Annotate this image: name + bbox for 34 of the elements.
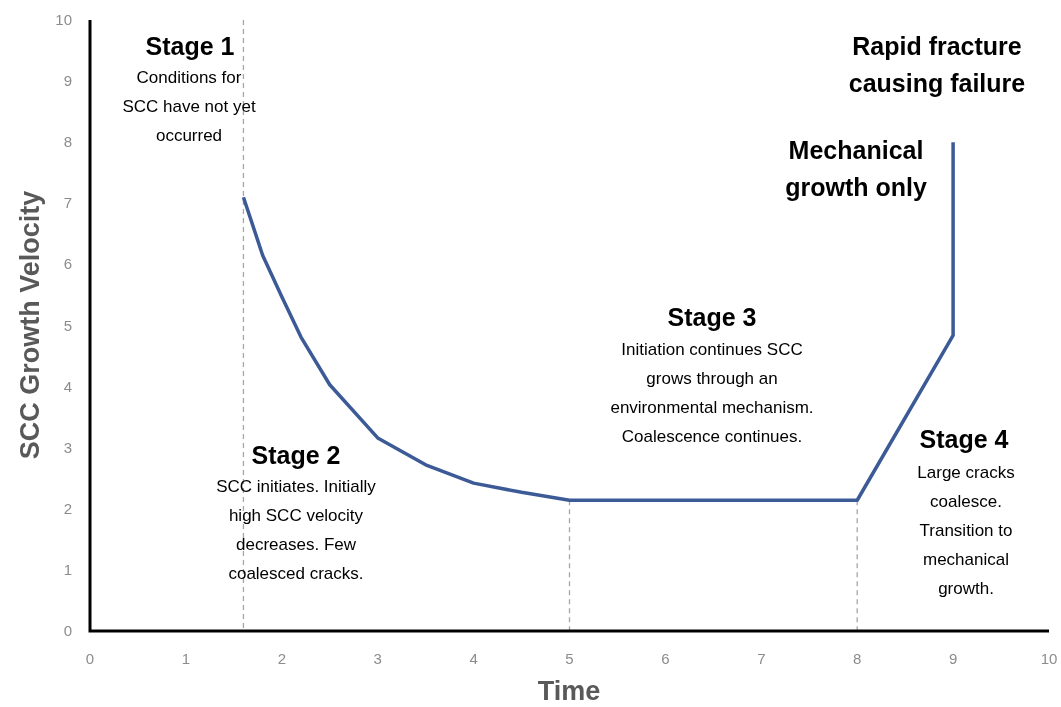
- tick-label: 5: [63, 316, 72, 334]
- tick-label: 2: [277, 650, 286, 667]
- tick-label: 0: [63, 622, 72, 639]
- tick-label: 10: [55, 11, 72, 28]
- tick-label: 3: [63, 438, 72, 456]
- stage-description: Initiation continues SCC grows through an environmental mechanism. Coalescence continues.: [609, 339, 815, 448]
- tick-label: 10: [1040, 650, 1058, 667]
- tick-label: 7: [757, 650, 766, 667]
- tick-label: 1: [181, 650, 191, 667]
- tick-label: 7: [63, 194, 72, 212]
- stage-description: Conditions for SCC have not yet occurred: [121, 67, 257, 147]
- stage-heading: Mechanical growth only: [784, 135, 928, 203]
- tick-label: 9: [63, 72, 72, 90]
- stage-heading: Stage 1: [144, 31, 236, 62]
- stage-heading: Rapid fracture causing failure: [847, 31, 1027, 99]
- tick-label: 3: [373, 650, 382, 667]
- stage-description: SCC initiates. Initially high SCC velocity decreases. Few coalesced cracks.: [215, 476, 377, 585]
- tick-label: 1: [63, 560, 72, 578]
- tick-label: 2: [63, 499, 72, 517]
- tick-label: 0: [85, 650, 95, 667]
- tick-label: 8: [63, 133, 72, 151]
- stage-heading: Stage 3: [666, 302, 758, 333]
- tick-label: 4: [63, 377, 72, 395]
- stage-description: Large cracks coalesce. Transition to mechanical growth.: [916, 462, 1016, 600]
- tick-label: 6: [661, 650, 670, 667]
- tick-label: 6: [63, 255, 72, 273]
- tick-label: 8: [853, 650, 862, 667]
- tick-label: 4: [469, 650, 478, 667]
- stage-heading: Stage 4: [918, 424, 1010, 455]
- tick-label: 5: [565, 650, 574, 667]
- axis-title: Time: [537, 676, 601, 707]
- stage-heading: Stage 2: [250, 440, 342, 471]
- tick-label: 9: [948, 650, 958, 667]
- axis-title: SCC Growth Velocity: [14, 190, 46, 460]
